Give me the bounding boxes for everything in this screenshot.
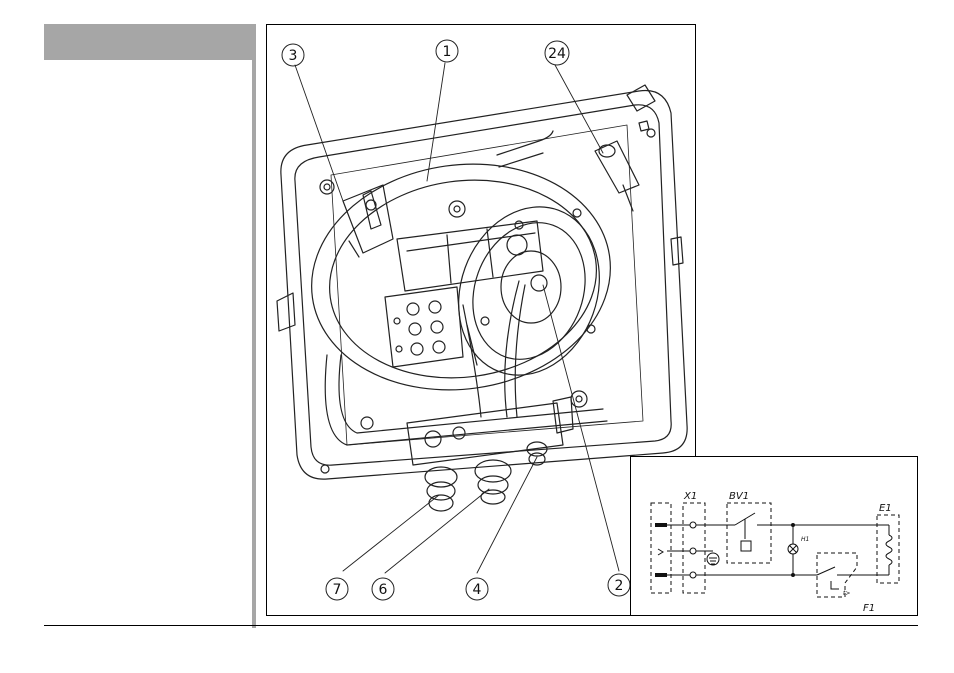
label-h1: H1: [801, 536, 809, 543]
label-f1: F1: [863, 603, 875, 614]
label-bv1: BV1: [729, 491, 749, 502]
callout-2: 2: [615, 578, 624, 594]
housing: [277, 85, 687, 479]
bottom-rule: [44, 625, 918, 626]
callout-6: 6: [379, 582, 388, 598]
header-bar: [44, 24, 252, 60]
wiring-diagram-frame: X1 BV1 E1 H1 F1 t>: [630, 456, 918, 616]
terminal-block: [385, 287, 477, 367]
callout-3: 3: [289, 48, 298, 64]
callout-7: 7: [333, 582, 342, 598]
thermostat-bracket: [343, 185, 393, 257]
plug-box: [651, 503, 671, 593]
label-e1: E1: [879, 503, 892, 514]
label-t-symbol: t>: [843, 590, 850, 597]
callout-4: 4: [473, 582, 482, 598]
bv1-switch-box: [727, 503, 771, 563]
temperature-sensor: [595, 141, 639, 211]
callout-1: 1: [443, 44, 452, 60]
callout-24: 24: [548, 46, 566, 62]
label-x1: X1: [683, 491, 697, 502]
side-rule: [252, 24, 256, 628]
wiring-diagram: X1 BV1 E1 H1 F1 t>: [631, 457, 919, 617]
